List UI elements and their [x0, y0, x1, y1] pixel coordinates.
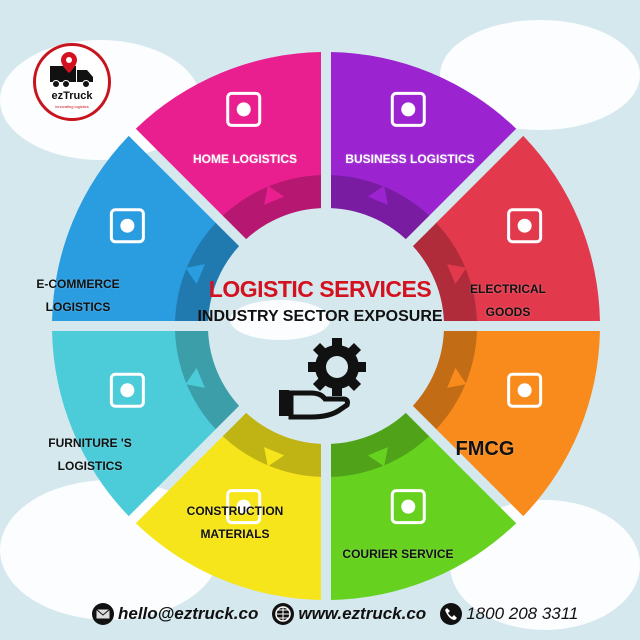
segment-furniture-s-logistics	[52, 330, 240, 517]
segment-chevron	[367, 447, 388, 467]
segment-inner-band	[412, 330, 477, 430]
segment-chevron	[185, 264, 205, 285]
phone-text: 1800 208 3311	[466, 604, 579, 623]
website-text: www.eztruck.co	[298, 604, 427, 623]
segment-inner-band	[330, 412, 430, 477]
segment-inner-band	[412, 222, 477, 322]
globe-cart-icon	[109, 208, 145, 244]
segment-label: ELECTRICAL GOODS	[470, 282, 546, 319]
segment-chevron	[447, 367, 467, 388]
segment-outer	[52, 330, 217, 517]
segment-home-logistics	[135, 52, 322, 240]
contact-footer: hello@eztruck.co www.eztruck.co 1800 208…	[92, 603, 584, 625]
globe-icon	[272, 603, 295, 625]
segment-chevron	[367, 185, 388, 205]
center-subtitle: INDUSTRY SECTOR EXPOSURE	[197, 308, 443, 325]
segment-label: E-COMMERCE LOGISTICS	[36, 277, 120, 314]
segment-label: BUSINESS LOGISTICS	[345, 152, 475, 166]
segment-inner-band	[175, 222, 240, 322]
segment-chevron	[447, 264, 467, 285]
segment-fmcg	[412, 330, 600, 517]
segment-label: COURIER SERVICE	[342, 547, 454, 561]
business-people-icon	[390, 91, 426, 127]
segment-inner-band	[175, 330, 240, 430]
logo-name: ezTruck	[51, 90, 93, 102]
segment-construction-materials	[135, 412, 322, 600]
truck-pin-icon	[50, 52, 93, 88]
segment-chevron	[264, 447, 285, 467]
armchair-icon	[109, 372, 145, 408]
segment-chevron	[264, 185, 285, 205]
phone-icon	[440, 603, 463, 625]
house-icon	[226, 91, 262, 127]
segment-outer	[135, 52, 322, 217]
cloud	[230, 300, 330, 340]
email-contact[interactable]: hello@eztruck.co	[92, 603, 258, 625]
hand-gear-icon	[279, 338, 366, 420]
segment-e-commerce-logistics	[52, 135, 240, 322]
segment-label: FMCG	[455, 438, 515, 460]
segment-outer	[330, 52, 517, 217]
eztruck-logo: ezTruck innovating logistics	[33, 43, 111, 121]
email-text: hello@eztruck.co	[118, 604, 259, 623]
segment-label: FURNITURE 'S LOGISTICS	[48, 436, 132, 473]
segment-inner-band	[330, 175, 430, 240]
segment-chevron	[185, 367, 205, 388]
segment-outer	[52, 135, 217, 322]
segment-inner-band	[222, 412, 322, 477]
center-title: LOGISTIC SERVICES	[208, 276, 432, 302]
segment-outer	[435, 135, 600, 322]
grocery-basket-icon	[507, 372, 543, 408]
trowel-icon	[226, 489, 262, 525]
segment-label: HOME LOGISTICS	[192, 152, 297, 166]
segment-outer	[435, 330, 600, 517]
segment-courier-service	[330, 412, 517, 600]
electric-sun-icon	[507, 208, 543, 244]
courier-trolley-icon	[390, 489, 426, 525]
segment-inner-band	[222, 175, 322, 240]
segment-business-logistics	[330, 52, 517, 240]
phone-contact[interactable]: 1800 208 3311	[440, 603, 578, 625]
segment-label: CONSTRUCTION MATERIALS	[186, 504, 284, 541]
website-contact[interactable]: www.eztruck.co	[272, 603, 426, 625]
logo-tagline: innovating logistics	[55, 104, 89, 109]
envelope-icon	[92, 603, 114, 625]
segment-electrical-goods	[412, 135, 600, 322]
